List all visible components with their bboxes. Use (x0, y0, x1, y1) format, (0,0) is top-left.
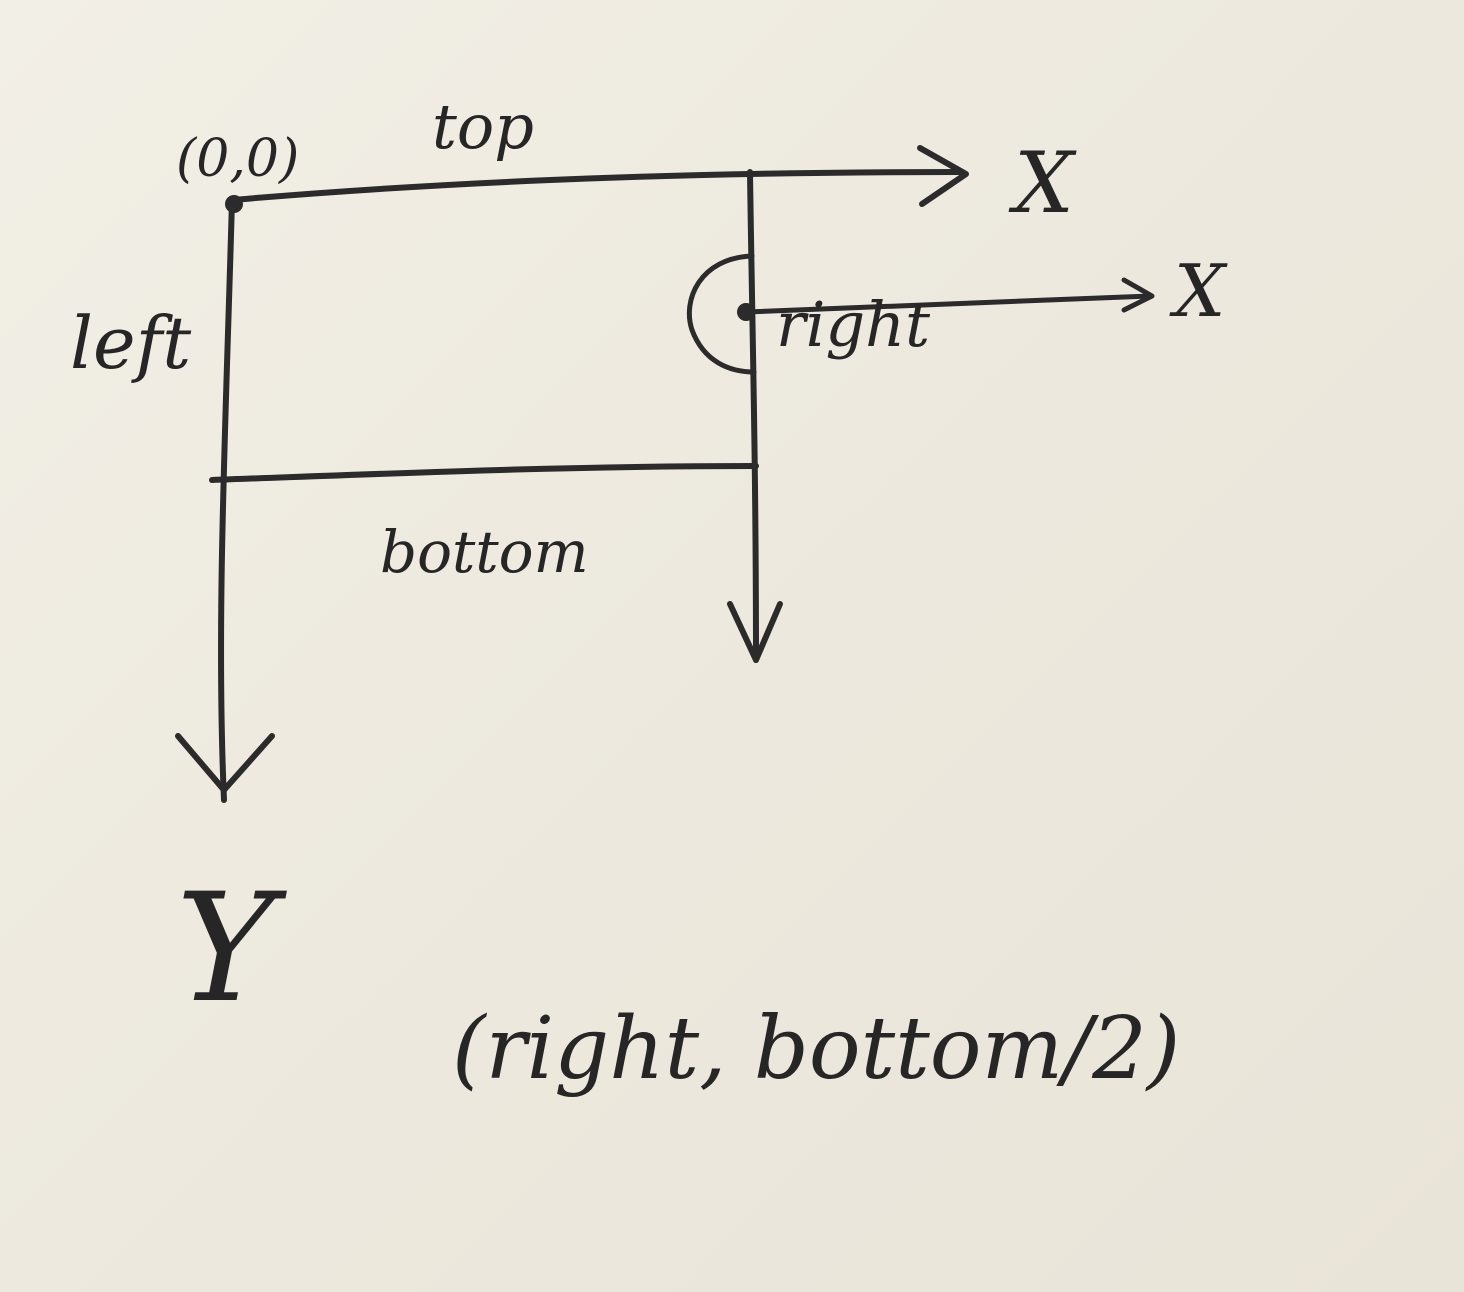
top-edge-line (229, 169, 963, 203)
origin-label: (0,0) (176, 129, 299, 189)
right-midpoint-dot (737, 303, 755, 321)
origin-dot (225, 195, 243, 213)
y-arrowhead (175, 733, 275, 793)
y-axis-label: Y (176, 862, 287, 1036)
bottom-edge-line (209, 463, 759, 483)
half-circle-marker (686, 253, 757, 375)
x-axis-top-label: X (1008, 134, 1077, 232)
right-x-arrowhead (1121, 277, 1155, 313)
left-edge-y-axis-line (218, 197, 235, 803)
right-edge-line (747, 169, 759, 663)
formula-label: (right, bottom/2) (452, 999, 1180, 1099)
left-label: left (70, 301, 192, 385)
right-label: right (776, 288, 930, 361)
right-down-arrowhead (727, 601, 783, 663)
x-axis-right-label: X (1169, 249, 1228, 333)
bottom-label: bottom (380, 518, 589, 586)
top-label: top (432, 90, 534, 163)
right-x-axis-line (743, 293, 1153, 315)
top-x-arrowhead (917, 145, 969, 207)
